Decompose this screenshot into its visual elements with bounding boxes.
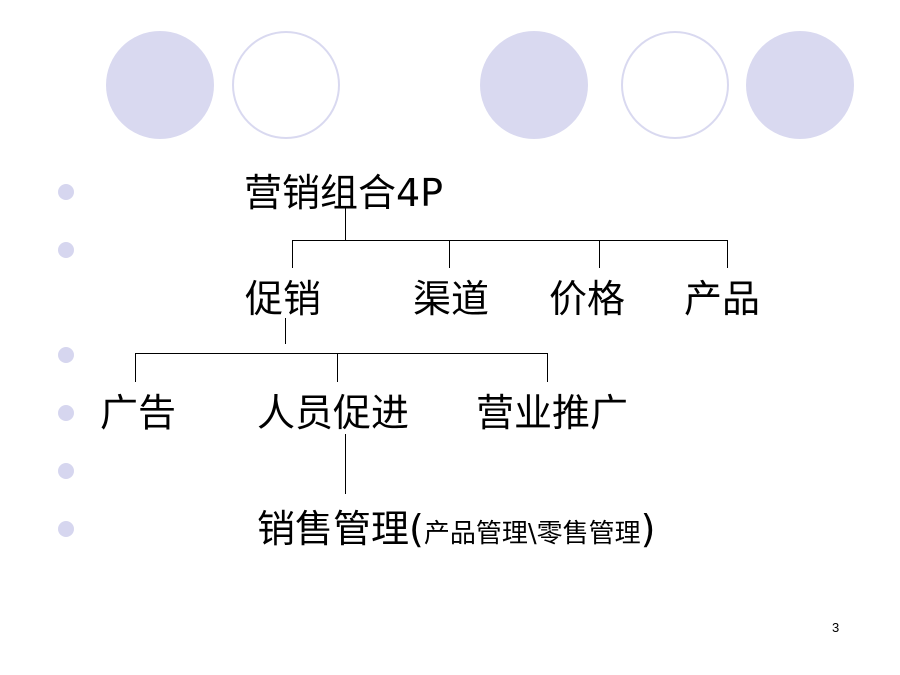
bullet-4 (58, 405, 74, 421)
sales-management-close: ) (640, 507, 656, 551)
bullet-3 (58, 347, 74, 363)
decor-circle-1 (106, 31, 214, 139)
bullet-2 (58, 242, 74, 258)
bullet-1 (58, 184, 74, 200)
sales-management-detail: 产品管理\零售管理 (423, 519, 641, 549)
node-product: 产品 (684, 277, 761, 321)
node-personal-selling: 人员促进 (257, 391, 410, 435)
decor-circle-4 (621, 31, 729, 139)
node-advertising: 广告 (100, 391, 177, 435)
node-sales-promotion: 营业推广 (476, 391, 629, 435)
bullet-5 (58, 463, 74, 479)
node-price: 价格 (549, 277, 626, 321)
root-node: 营销组合4P (244, 171, 444, 215)
sales-management-label: 销售管理( (257, 507, 424, 551)
node-promotion: 促销 (245, 277, 322, 321)
node-sales-management: 销售管理(产品管理\零售管理) (257, 506, 655, 557)
bullet-6 (58, 521, 74, 537)
decor-circle-5 (746, 31, 854, 139)
node-channel: 渠道 (413, 277, 490, 321)
page-number: 3 (832, 620, 840, 635)
decor-circle-2 (232, 31, 340, 139)
decor-circle-3 (480, 31, 588, 139)
